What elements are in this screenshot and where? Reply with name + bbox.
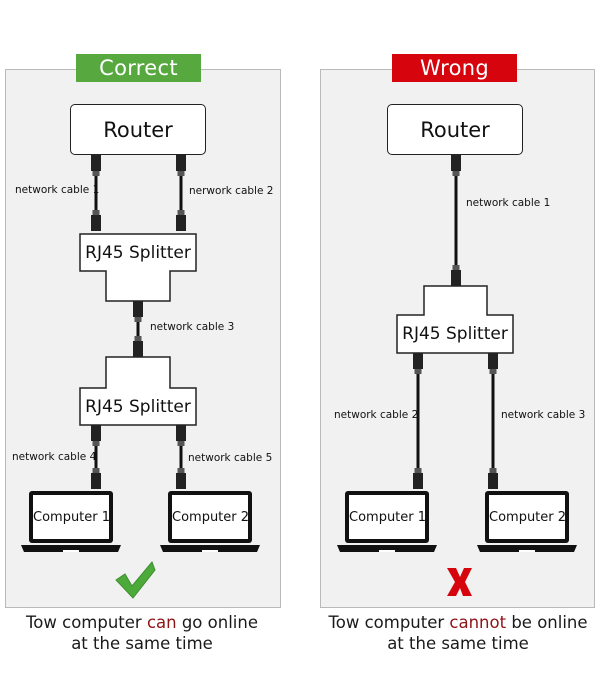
caption-highlight: cannot bbox=[449, 613, 507, 632]
splitter-bottom-label: RJ45 Splitter bbox=[85, 397, 191, 417]
caption-text: Tow computer bbox=[26, 613, 147, 632]
cable-right-1 bbox=[451, 155, 461, 286]
router-box: Router bbox=[387, 104, 523, 155]
router-box: Router bbox=[70, 104, 206, 155]
cable-label-1: network cable 1 bbox=[466, 197, 551, 209]
caption-line2: at the same time bbox=[387, 634, 529, 653]
checkmark-icon bbox=[115, 561, 156, 599]
caption-line2: at the same time bbox=[71, 634, 213, 653]
laptop-icon bbox=[477, 491, 577, 552]
caption-text: Tow computer bbox=[328, 613, 450, 632]
router-label: Router bbox=[103, 117, 173, 142]
wrong-badge: Wrong bbox=[392, 54, 517, 82]
cable-label-2: network cable 2 bbox=[334, 409, 419, 421]
router-label: Router bbox=[420, 117, 490, 142]
caption-text: be online bbox=[506, 613, 588, 632]
computer-1-label: Computer 1 bbox=[349, 510, 427, 525]
cable-label-3: network cable 3 bbox=[501, 409, 586, 421]
correct-badge: Correct bbox=[76, 54, 201, 82]
cable-left-4 bbox=[91, 425, 101, 489]
laptop-icon bbox=[21, 491, 121, 552]
cable-label-3: network cable 3 bbox=[150, 321, 235, 333]
cable-left-2 bbox=[176, 155, 186, 231]
correct-caption: Tow computer can go online at the same t… bbox=[0, 612, 292, 654]
cable-right-3 bbox=[488, 353, 498, 489]
caption-highlight: can bbox=[146, 613, 177, 632]
laptop-icon bbox=[160, 491, 260, 552]
x-mark-icon bbox=[447, 568, 472, 596]
cable-label-4: network cable 4 bbox=[12, 451, 97, 463]
splitter-bottom-shape bbox=[79, 356, 197, 426]
computer-2-label: Computer 2 bbox=[489, 510, 567, 525]
caption-text: go online bbox=[176, 613, 258, 632]
splitter-top-shape bbox=[79, 233, 197, 302]
cable-label-1: network cable 1 bbox=[15, 184, 100, 196]
cable-label-5: network cable 5 bbox=[188, 452, 273, 464]
cable-label-2: nerwork cable 2 bbox=[189, 185, 274, 197]
cable-left-3 bbox=[133, 301, 143, 357]
computer-2-label: Computer 2 bbox=[172, 510, 250, 525]
wrong-caption: Tow computer cannot be online at the sam… bbox=[308, 612, 600, 654]
cable-left-5 bbox=[176, 425, 186, 489]
cable-right-2 bbox=[413, 353, 423, 489]
laptop-icon bbox=[337, 491, 437, 552]
splitter-label: RJ45 Splitter bbox=[402, 324, 508, 344]
splitter-top-label: RJ45 Splitter bbox=[85, 243, 191, 263]
splitter-right-shape bbox=[396, 285, 514, 354]
cable-left-1 bbox=[91, 155, 101, 231]
computer-1-label: Computer 1 bbox=[33, 510, 111, 525]
